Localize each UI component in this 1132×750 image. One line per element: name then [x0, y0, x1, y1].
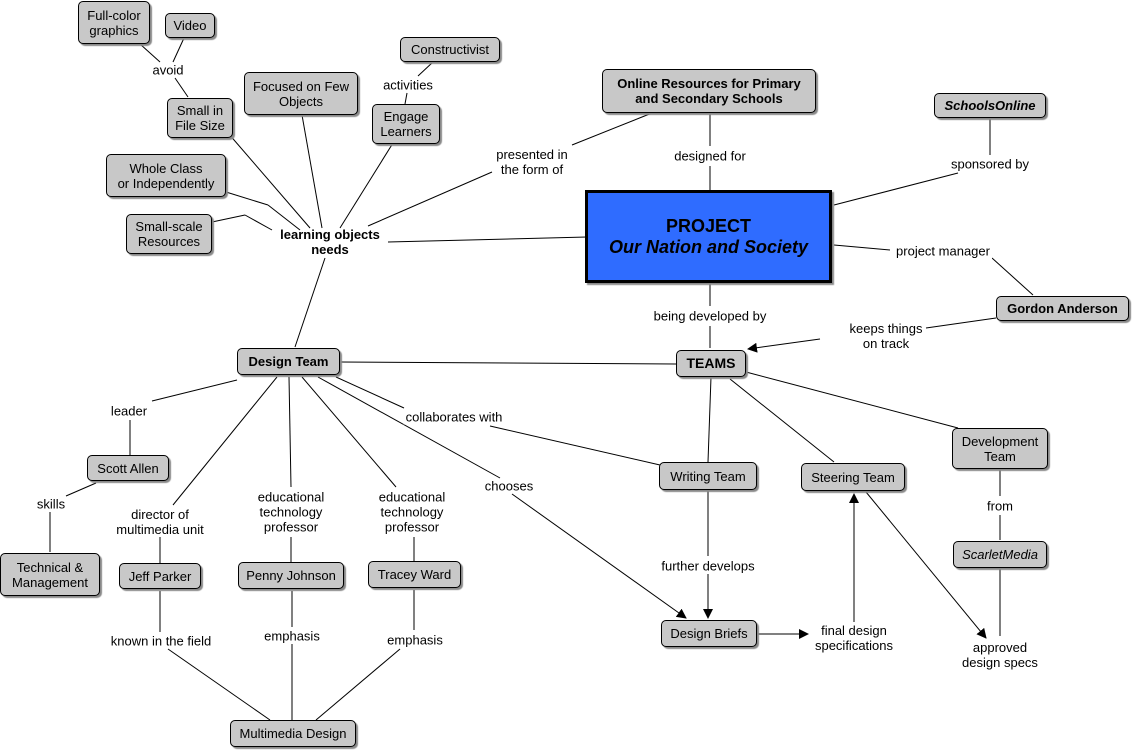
- project-node[interactable]: PROJECT Our Nation and Society: [585, 190, 832, 283]
- node-design-briefs[interactable]: Design Briefs: [661, 620, 757, 647]
- node-scott-allen[interactable]: Scott Allen: [87, 455, 169, 481]
- label-final-design-specifications: final design specifications: [812, 623, 896, 653]
- node-teams[interactable]: TEAMS: [676, 350, 746, 377]
- label-chooses: chooses: [482, 478, 536, 494]
- label-leader: leader: [108, 403, 150, 419]
- label-presented-in-the-form-of: presented in the form of: [494, 147, 570, 177]
- label-emphasis-1: emphasis: [262, 628, 322, 644]
- label-project-manager: project manager: [894, 243, 992, 259]
- label-avoid: avoid: [150, 62, 186, 78]
- node-whole-class[interactable]: Whole Class or Independently: [106, 154, 226, 197]
- node-scarlet-media[interactable]: ScarletMedia: [953, 541, 1047, 568]
- node-small-in-file-size[interactable]: Small in File Size: [167, 98, 233, 138]
- label-from: from: [985, 498, 1015, 514]
- node-tracey-ward[interactable]: Tracey Ward: [368, 561, 461, 588]
- project-subtitle: Our Nation and Society: [608, 236, 809, 257]
- node-engage-learners[interactable]: Engage Learners: [372, 104, 440, 144]
- node-jeff-parker[interactable]: Jeff Parker: [119, 563, 201, 589]
- node-online-resources[interactable]: Online Resources for Primary and Seconda…: [602, 69, 816, 113]
- label-director-of-multimedia-unit: director of multimedia unit: [114, 507, 206, 537]
- label-educational-technology-professor-1: educational technology professor: [255, 489, 327, 535]
- label-approved-design-specs: approved design specs: [960, 640, 1040, 670]
- label-designed-for: designed for: [672, 148, 748, 164]
- node-video[interactable]: Video: [165, 13, 215, 38]
- node-design-team[interactable]: Design Team: [237, 348, 340, 375]
- label-keeps-things-on-track: keeps things on track: [847, 321, 925, 351]
- label-sponsored-by: sponsored by: [948, 156, 1032, 172]
- node-technical-management[interactable]: Technical & Management: [0, 553, 100, 596]
- node-full-color-graphics[interactable]: Full-color graphics: [78, 1, 150, 44]
- node-focused-on-few-objects[interactable]: Focused on Few Objects: [244, 72, 358, 115]
- label-skills: skills: [34, 496, 68, 512]
- node-penny-johnson[interactable]: Penny Johnson: [238, 562, 344, 589]
- node-development-team[interactable]: Development Team: [952, 428, 1048, 469]
- project-title: PROJECT: [665, 215, 752, 236]
- node-schools-online[interactable]: SchoolsOnline: [934, 93, 1046, 118]
- label-being-developed-by: being developed by: [651, 308, 769, 324]
- node-multimedia-design[interactable]: Multimedia Design: [230, 720, 356, 747]
- label-emphasis-2: emphasis: [385, 632, 445, 648]
- label-educational-technology-professor-2: educational technology professor: [376, 489, 448, 535]
- label-known-in-the-field: known in the field: [108, 633, 214, 649]
- label-activities: activities: [381, 77, 435, 93]
- label-learning-objects-needs: learning objects needs: [280, 227, 380, 257]
- node-gordon-anderson[interactable]: Gordon Anderson: [996, 296, 1129, 321]
- label-collaborates-with: collaborates with: [403, 409, 505, 425]
- node-writing-team[interactable]: Writing Team: [659, 462, 757, 490]
- label-further-develops: further develops: [659, 558, 757, 574]
- node-steering-team[interactable]: Steering Team: [801, 463, 905, 491]
- node-constructivist[interactable]: Constructivist: [400, 37, 500, 62]
- node-small-scale-resources[interactable]: Small-scale Resources: [126, 214, 212, 254]
